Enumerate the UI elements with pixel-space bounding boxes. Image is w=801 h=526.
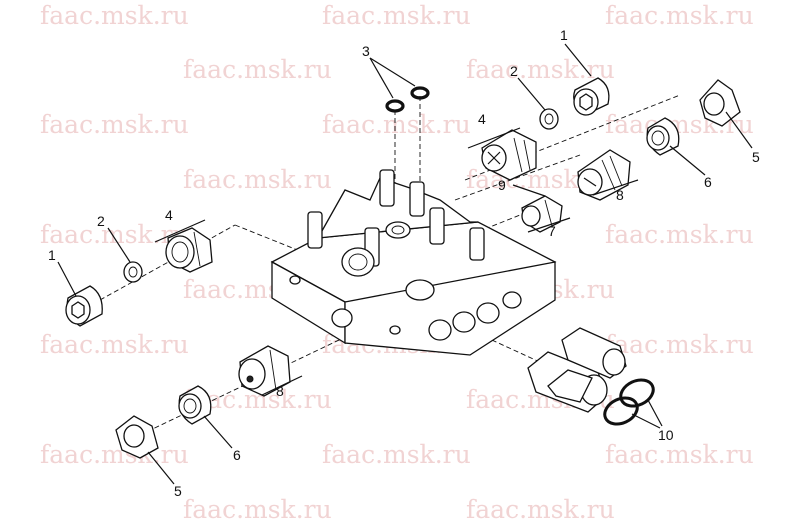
callout-10: 10 [658,427,674,443]
callout-8-lower: 8 [276,383,284,399]
part-5-cap-upper [699,79,753,149]
callout-4-upper: 4 [478,111,486,127]
watermark-text: faac.msk.ru [40,220,189,249]
part-4-cartridge-upper [467,127,537,181]
watermark-text: faac.msk.ru [605,440,754,469]
callout-1-left: 1 [48,247,56,263]
part-3-o-rings [369,57,430,113]
callout-4-left: 4 [165,207,173,223]
watermark-text: faac.msk.ru [605,330,754,359]
callout-6-lower: 6 [233,447,241,463]
callout-1-upper: 1 [560,27,568,43]
watermark-text: faac.msk.ru [40,440,189,469]
watermark-text: faac.msk.ru [605,1,754,30]
part-6-nut-lower [178,385,233,449]
part-4-cartridge-left [154,219,213,273]
part-5-cap-lower [115,415,175,485]
watermark-text: faac.msk.ru [322,1,471,30]
part-9-valve-pin [512,184,571,233]
watermark-text: faac.msk.ru [322,110,471,139]
watermark-text: faac.msk.ru [466,495,615,524]
callout-3: 3 [362,43,370,59]
part-8-cartridge-upper [577,149,639,201]
watermark-text: faac.msk.ru [466,55,615,84]
callout-9: 9 [498,177,506,193]
watermark-text: faac.msk.ru [183,165,332,194]
watermark-text: faac.msk.ru [322,440,471,469]
watermark-text: faac.msk.ru [605,220,754,249]
watermark-text: faac.msk.ru [183,55,332,84]
callout-5-upper: 5 [752,149,760,165]
part-10-o-rings [603,378,663,429]
part-1-plug-upper [564,43,610,116]
watermark-text: faac.msk.ru [40,330,189,359]
callout-8-upper: 8 [616,187,624,203]
part-1-plug-left [57,261,103,327]
part-2-washer-upper [517,77,559,130]
watermark-text: faac.msk.ru [40,110,189,139]
callout-2-left: 2 [97,213,105,229]
manifold-block [270,169,557,356]
callout-labels: 1 2 3 4 5 6 7 8 9 1 2 4 8 6 5 10 [48,27,760,499]
watermark-text: faac.msk.ru [183,495,332,524]
callout-7: 7 [548,223,556,239]
part-6-nut-upper [646,117,706,176]
callout-5-lower: 5 [174,483,182,499]
part-bottom-right-cartridges [527,327,627,413]
part-8-cartridge-lower [238,345,303,397]
callout-2-upper: 2 [510,63,518,79]
watermark-text: faac.msk.ru [40,1,189,30]
callout-6-upper: 6 [704,174,712,190]
part-2-washer-left [107,227,143,283]
watermark-layer: faac.msk.ru faac.msk.ru faac.msk.ru faac… [40,1,754,524]
